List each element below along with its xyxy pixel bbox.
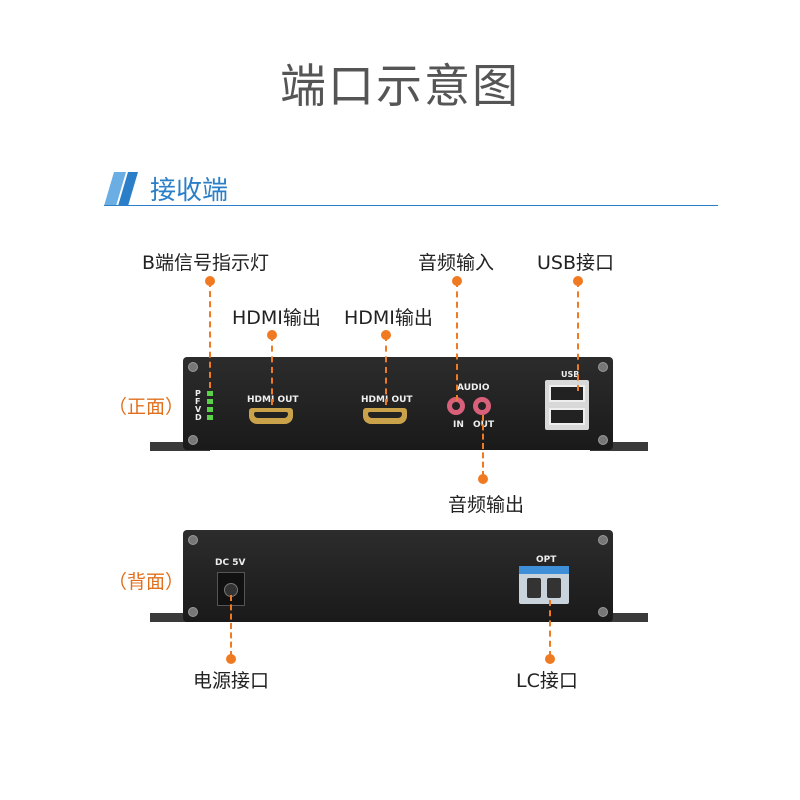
dc-silk-label: DC 5V	[215, 558, 246, 568]
usb-port-1-icon	[549, 385, 585, 402]
callout-dot	[478, 474, 488, 484]
screw-icon	[598, 435, 608, 445]
callout-usb: USB接口	[537, 252, 615, 274]
led-d-icon	[207, 415, 213, 420]
callout-line	[209, 281, 211, 388]
callout-line	[549, 600, 551, 657]
callout-line	[456, 281, 458, 401]
callout-dot	[226, 654, 236, 664]
callout-audio-in: 音频输入	[418, 252, 495, 274]
back-right-flange	[590, 613, 648, 622]
hdmi-port-2-icon	[363, 408, 407, 424]
front-left-flange	[150, 442, 210, 451]
callout-lc: LC接口	[516, 670, 578, 692]
section-marker-icon	[104, 172, 138, 206]
led-indicator-group: P F V D	[195, 389, 219, 422]
front-panel: P F V D HDMI OUT HDMI OUT AUDIO IN OUT U…	[183, 357, 613, 450]
callout-line	[482, 415, 484, 477]
hdmi-port-1-icon	[249, 408, 293, 424]
section-title: 接收端	[150, 176, 229, 206]
screw-icon	[188, 435, 198, 445]
back-side-label: （背面）	[108, 571, 185, 593]
audio-in-jack-icon	[447, 397, 465, 415]
led-label-f: F	[195, 397, 201, 406]
opt-silk-label: OPT	[536, 555, 557, 565]
audio-out-jack-icon	[473, 397, 491, 415]
back-panel: DC 5V OPT	[183, 530, 613, 622]
callout-led-indicator: B端信号指示灯	[142, 252, 270, 274]
callout-hdmi-out-2: HDMI输出	[344, 307, 433, 329]
callout-line	[577, 281, 579, 391]
screw-icon	[598, 607, 608, 617]
led-p-icon	[207, 391, 213, 396]
audio-silk-label: AUDIO	[457, 383, 490, 393]
screw-icon	[188, 535, 198, 545]
led-label-d: D	[195, 413, 202, 422]
front-right-flange	[590, 442, 648, 451]
page-title: 端口示意图	[280, 59, 520, 113]
audio-in-silk-label: IN	[453, 420, 464, 430]
callout-line	[385, 335, 387, 405]
led-label-p: P	[195, 389, 201, 398]
callout-audio-out: 音频输出	[448, 494, 525, 516]
back-left-flange	[150, 613, 210, 622]
section-divider	[104, 205, 718, 206]
led-v-icon	[207, 407, 213, 412]
callout-dot	[545, 654, 555, 664]
lc-optical-port-icon	[519, 566, 569, 604]
screw-icon	[598, 535, 608, 545]
callout-line	[271, 335, 273, 405]
screw-icon	[598, 362, 608, 372]
usb-port-2-icon	[549, 408, 585, 425]
led-f-icon	[207, 399, 213, 404]
screw-icon	[188, 362, 198, 372]
usb-ports	[545, 380, 589, 430]
screw-icon	[188, 607, 198, 617]
callout-hdmi-out-1: HDMI输出	[232, 307, 321, 329]
usb-silk-label: USB	[561, 370, 580, 379]
callout-power: 电源接口	[193, 670, 270, 692]
front-side-label: （正面）	[108, 396, 185, 418]
callout-line	[230, 595, 232, 657]
led-label-v: V	[195, 405, 202, 414]
